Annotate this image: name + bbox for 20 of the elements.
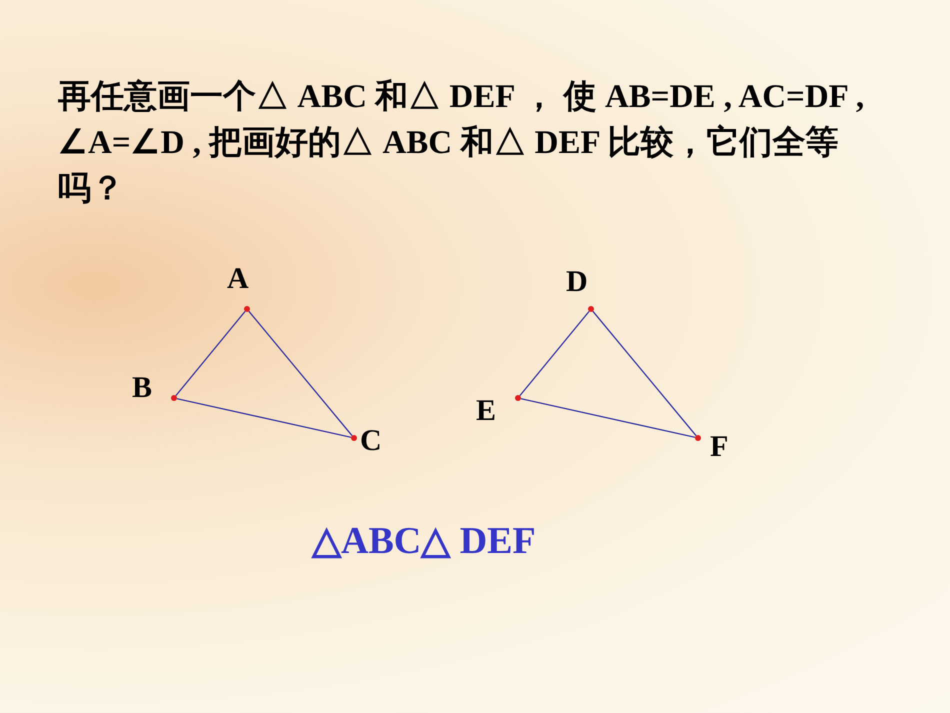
triangle-side bbox=[519, 310, 590, 396]
triangle-side bbox=[248, 310, 353, 436]
vertex-point bbox=[695, 435, 701, 441]
triangle-side bbox=[176, 398, 352, 438]
vertex-label: D bbox=[566, 267, 588, 297]
vertex-label: F bbox=[710, 432, 728, 462]
triangle-side bbox=[175, 310, 246, 396]
vertex-point bbox=[351, 435, 357, 441]
vertex-label: E bbox=[476, 396, 496, 426]
vertex-point bbox=[171, 395, 177, 401]
triangle-side bbox=[592, 310, 697, 436]
congruence-statement: △ABC△ DEF bbox=[312, 520, 536, 562]
question-text: 再任意画一个△ ABC 和△ DEF ， 使 AB=DE , AC=DF , ∠A=∠D , 把画好的△ ABC 和△ DEF 比较，它们全等吗？ bbox=[58, 78, 866, 209]
vertex-point bbox=[244, 306, 250, 312]
vertex-label: A bbox=[227, 264, 249, 294]
vertex-label: B bbox=[132, 373, 152, 403]
vertex-label: C bbox=[360, 426, 382, 456]
vertex-point bbox=[515, 395, 521, 401]
triangle-side bbox=[520, 398, 696, 438]
vertex-point bbox=[588, 306, 594, 312]
